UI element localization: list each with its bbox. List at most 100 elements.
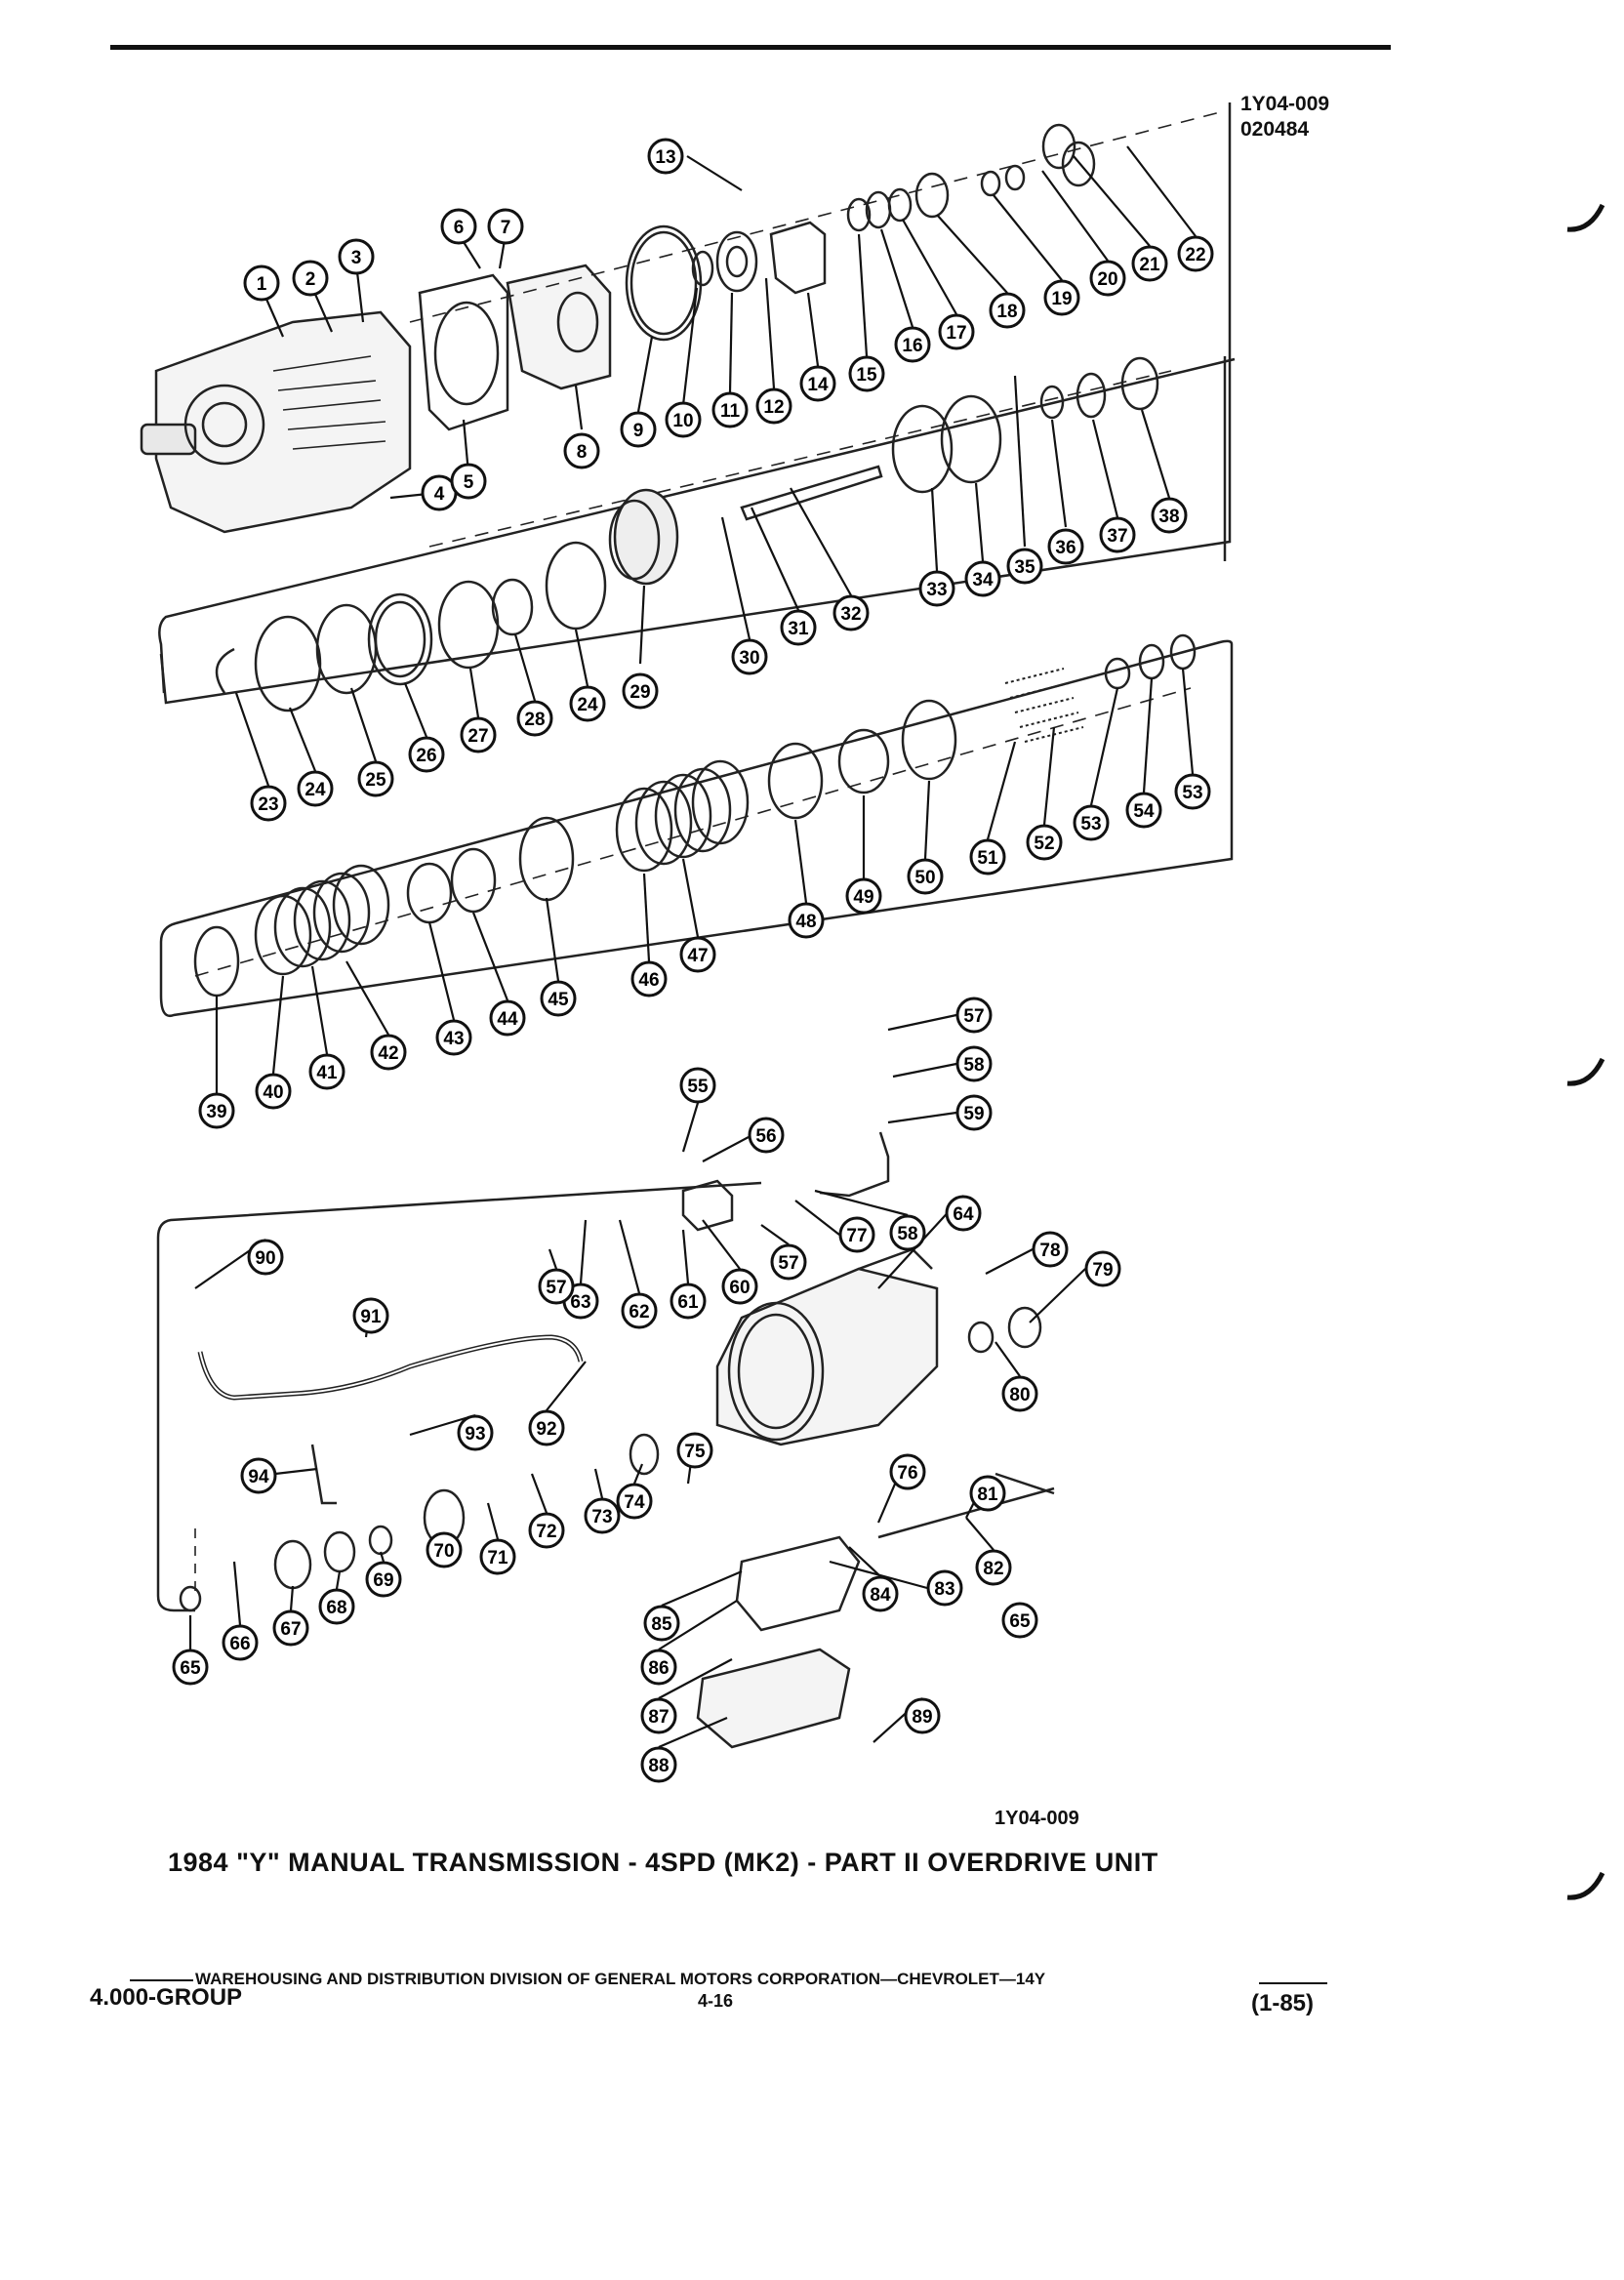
callout-number: 72 xyxy=(536,1522,556,1542)
callout-number: 44 xyxy=(497,1009,518,1030)
callout-84: 84 xyxy=(862,1575,899,1612)
callout-51: 51 xyxy=(969,838,1006,875)
callout-number: 73 xyxy=(591,1507,612,1527)
callout-number: 10 xyxy=(672,411,693,431)
callout-24: 24 xyxy=(297,770,334,807)
callout-27: 27 xyxy=(460,716,497,753)
callout-circle xyxy=(676,1432,713,1469)
callout-24: 24 xyxy=(569,685,606,722)
callout-circle xyxy=(1026,824,1063,861)
callout-2: 2 xyxy=(292,260,329,297)
callout-circle xyxy=(569,685,606,722)
callout-number: 22 xyxy=(1185,245,1205,265)
callout-26: 26 xyxy=(408,736,445,773)
callout-number: 81 xyxy=(977,1485,998,1505)
callout-52: 52 xyxy=(1026,824,1063,861)
callout-21: 21 xyxy=(1131,245,1168,282)
callout-number: 24 xyxy=(577,695,598,715)
callout-circle xyxy=(969,838,1006,875)
callout-number: 76 xyxy=(897,1463,917,1484)
callout-circle xyxy=(904,1697,941,1734)
callout-83: 83 xyxy=(926,1569,963,1607)
callout-circle xyxy=(989,292,1026,329)
callout-92: 92 xyxy=(528,1409,565,1446)
callout-number: 30 xyxy=(739,648,759,669)
callout-12: 12 xyxy=(755,387,792,425)
callout-circle xyxy=(1177,235,1214,272)
callout-6: 6 xyxy=(440,208,477,245)
callout-37: 37 xyxy=(1099,516,1136,553)
callout-30: 30 xyxy=(731,638,768,675)
callout-circle xyxy=(1151,497,1188,534)
callout-number: 68 xyxy=(326,1598,346,1618)
callout-number: 69 xyxy=(373,1570,393,1591)
callout-14: 14 xyxy=(799,365,836,402)
callout-number: 57 xyxy=(546,1278,566,1298)
callout-circle xyxy=(907,858,944,895)
callout-circle xyxy=(255,1073,292,1110)
footer-group: 4.000-GROUP xyxy=(90,1984,243,2011)
callout-10: 10 xyxy=(665,401,702,438)
callout-58: 58 xyxy=(955,1045,993,1082)
callout-circle xyxy=(832,594,870,631)
callout-number: 77 xyxy=(846,1226,867,1246)
callout-circle xyxy=(440,208,477,245)
callout-number: 5 xyxy=(464,472,474,493)
callout-circle xyxy=(665,401,702,438)
callout-31: 31 xyxy=(780,609,817,646)
callout-number: 37 xyxy=(1107,526,1127,547)
callout-43: 43 xyxy=(435,1019,472,1056)
exploded-parts-diagram: 1234567891011121314151617181920212223242… xyxy=(140,102,1236,1783)
callout-number: 86 xyxy=(648,1658,669,1679)
callout-circle xyxy=(1089,260,1126,297)
callout-58: 58 xyxy=(889,1214,926,1251)
callout-number: 53 xyxy=(1182,783,1202,803)
callout-number: 33 xyxy=(926,580,947,600)
callout-number: 93 xyxy=(465,1424,485,1445)
callout-48: 48 xyxy=(788,902,825,939)
callout-circle xyxy=(1001,1602,1038,1639)
callout-78: 78 xyxy=(1032,1231,1069,1268)
callout-number: 57 xyxy=(778,1253,798,1274)
callout-number: 43 xyxy=(443,1029,464,1049)
callout-11: 11 xyxy=(711,391,749,428)
callout-circle xyxy=(969,1475,1006,1512)
callout-number: 20 xyxy=(1097,269,1117,290)
callout-circle xyxy=(479,1538,516,1575)
callout-number: 3 xyxy=(351,248,362,268)
callout-circle xyxy=(1047,528,1084,565)
footer-division-text: WAREHOUSING AND DISTRIBUTION DIVISION OF… xyxy=(195,1970,1046,1988)
callout-17: 17 xyxy=(938,313,975,350)
callout-circle xyxy=(198,1092,235,1129)
callout-number: 25 xyxy=(365,770,386,791)
callout-circle xyxy=(721,1268,758,1305)
callout-number: 8 xyxy=(577,442,588,463)
callout-circle xyxy=(679,936,716,973)
figure-code-bottom: 1Y04-009 xyxy=(995,1808,1079,1829)
callout-22: 22 xyxy=(1177,235,1214,272)
callout-circle xyxy=(647,138,684,175)
callout-number: 59 xyxy=(963,1104,984,1124)
callout-number: 91 xyxy=(360,1307,382,1327)
callout-number: 6 xyxy=(454,218,465,238)
callout-number: 51 xyxy=(977,848,998,869)
callout-number: 62 xyxy=(629,1302,649,1323)
callout-number: 94 xyxy=(248,1467,269,1487)
callout-circle xyxy=(370,1034,407,1071)
callout-number: 28 xyxy=(524,710,545,730)
callout-8: 8 xyxy=(563,432,600,469)
callout-68: 68 xyxy=(318,1588,355,1625)
callout-circle xyxy=(938,313,975,350)
callout-number: 17 xyxy=(946,323,966,344)
callout-number: 88 xyxy=(648,1756,669,1776)
callout-circle xyxy=(457,1414,494,1451)
callout-57: 57 xyxy=(770,1243,807,1281)
callout-7: 7 xyxy=(487,208,524,245)
callout-circle xyxy=(538,1268,575,1305)
callout-number: 82 xyxy=(983,1559,1003,1579)
top-rule xyxy=(110,45,1391,50)
callout-number: 18 xyxy=(996,302,1017,322)
callout-circle xyxy=(1099,516,1136,553)
callout-number: 39 xyxy=(206,1102,226,1122)
callout-number: 52 xyxy=(1034,834,1054,854)
